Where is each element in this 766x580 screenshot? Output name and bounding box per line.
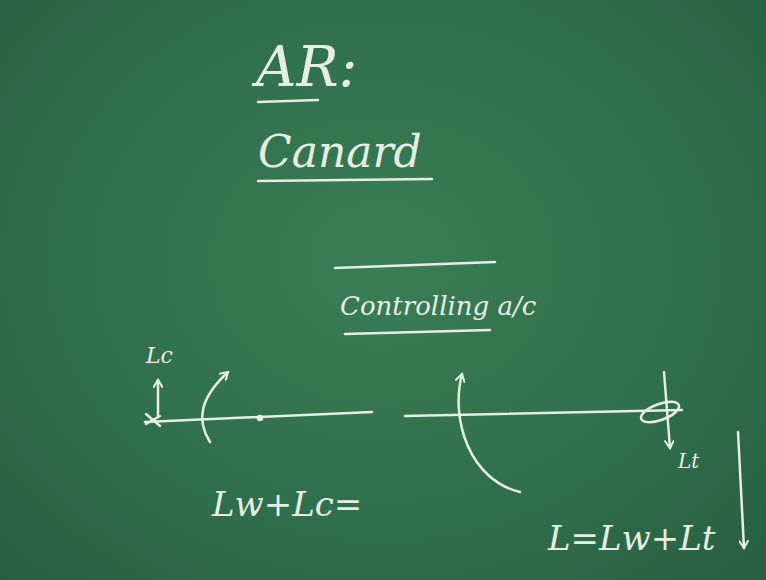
- chalk-label: Lw+Lc=: [212, 486, 362, 523]
- cg-dot: [258, 416, 262, 420]
- chalk-label: Canard: [258, 128, 422, 176]
- total-lift-arrow: [738, 432, 744, 548]
- fuselage-line: [145, 412, 372, 422]
- chalk-label: L=Lw+Lt: [548, 520, 715, 557]
- underline: [258, 179, 432, 181]
- chalk-label: Lc: [146, 344, 173, 368]
- chalk-label: Controlling a/c: [340, 292, 536, 321]
- divider-line: [335, 262, 495, 268]
- moment-arrow: [202, 372, 228, 442]
- lift-arrow: [157, 380, 160, 416]
- moment-arrow: [459, 374, 520, 492]
- tail-lift-arrow: [664, 372, 670, 448]
- tail-airfoil: [638, 398, 681, 427]
- title-bar: [258, 100, 318, 102]
- underline: [345, 330, 490, 334]
- chalk-label: AR:: [256, 36, 357, 98]
- chalk-label: Lt: [678, 450, 699, 472]
